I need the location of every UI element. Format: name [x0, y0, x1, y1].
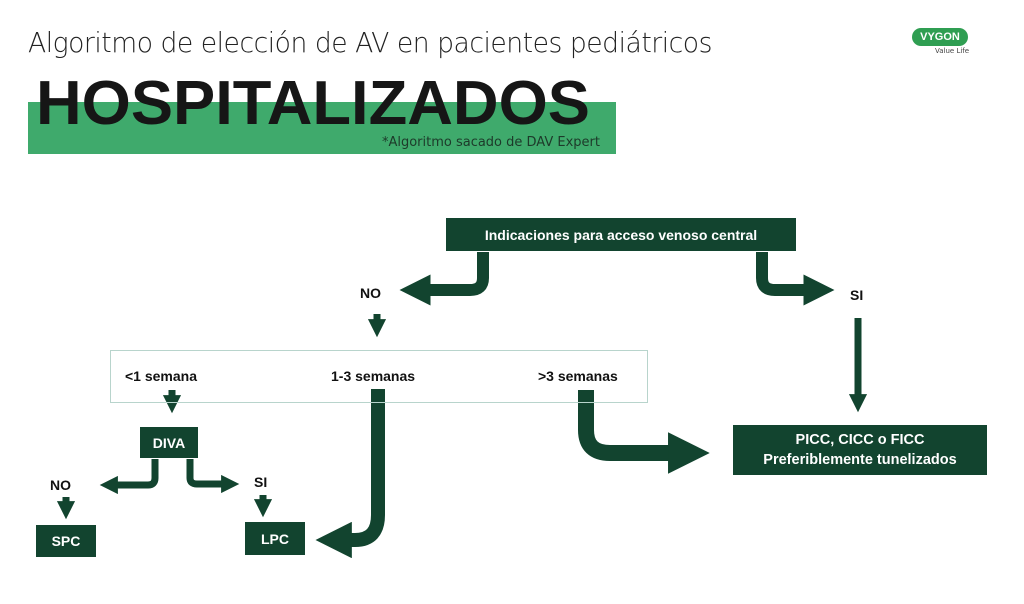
- page-title: Algoritmo de elección de AV en pacientes…: [28, 26, 712, 59]
- headline-band: [28, 102, 616, 154]
- arrow-1to3-lpc: [315, 389, 385, 559]
- no-label: NO: [360, 285, 381, 301]
- duration-box: [110, 350, 648, 403]
- lpc-box: LPC: [245, 522, 305, 555]
- arrow-start-no: [399, 252, 489, 306]
- arrow-start-si: [756, 252, 835, 306]
- diva-si-label: SI: [254, 474, 268, 490]
- start-box: Indicaciones para acceso venoso central: [446, 218, 796, 251]
- duration-lt1: <1 semana: [125, 368, 197, 384]
- diva-box: DIVA: [140, 427, 198, 458]
- logo-tagline: Value Life: [935, 47, 970, 55]
- central-box: PICC, CICC o FICC Preferiblemente tuneli…: [733, 425, 987, 475]
- headline: HOSPITALIZADOS: [36, 69, 590, 138]
- spc-box: SPC: [36, 525, 96, 557]
- si-label: SI: [850, 287, 864, 303]
- vygon-logo: VYGON: [912, 28, 968, 46]
- duration-gt3: >3 semanas: [538, 368, 618, 384]
- arrow-gt3-central: [578, 390, 710, 474]
- arrow-diva-no: [99, 459, 159, 495]
- central-line2: Preferiblemente tunelizados: [763, 452, 957, 468]
- source-note: *Algoritmo sacado de DAV Expert: [381, 135, 600, 150]
- diva-no-label: NO: [50, 477, 71, 493]
- arrow-diva-si: [186, 459, 240, 494]
- duration-1to3: 1-3 semanas: [331, 368, 416, 384]
- central-line1: PICC, CICC o FICC: [795, 432, 925, 448]
